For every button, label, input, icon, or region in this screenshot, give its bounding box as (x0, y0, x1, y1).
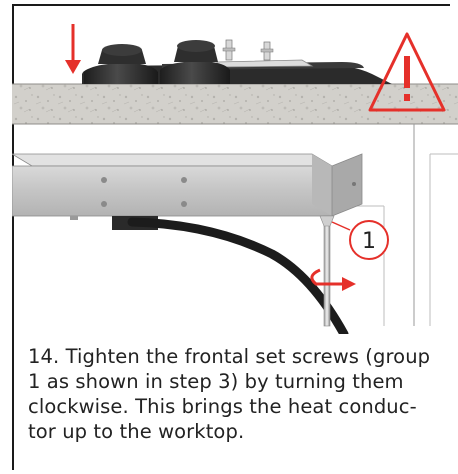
callout-marker: 1 (331, 220, 389, 260)
cabinet-side (342, 124, 458, 326)
installation-illustration: 1 (12, 24, 458, 334)
set-screw (319, 215, 335, 327)
power-cable (127, 217, 349, 334)
caption-line: tor up to the worktop. (28, 420, 245, 443)
heat-conductor-housing (12, 153, 363, 230)
caption-line: 1 as shown in step 3) by turning them (28, 370, 404, 393)
caption-line: 14. Tighten the frontal set screws (grou… (28, 345, 431, 368)
caption-line: clockwise. This brings the heat conduc- (28, 395, 417, 418)
worktop (12, 83, 458, 125)
warning-triangle-icon (368, 32, 446, 112)
instruction-frame (12, 4, 450, 470)
hob-unit (82, 39, 392, 84)
instruction-caption: 14. Tighten the frontal set screws (grou… (28, 344, 453, 444)
down-arrow-icon (65, 24, 81, 74)
clockwise-arrow-icon (310, 268, 356, 291)
callout-number: 1 (362, 229, 376, 254)
